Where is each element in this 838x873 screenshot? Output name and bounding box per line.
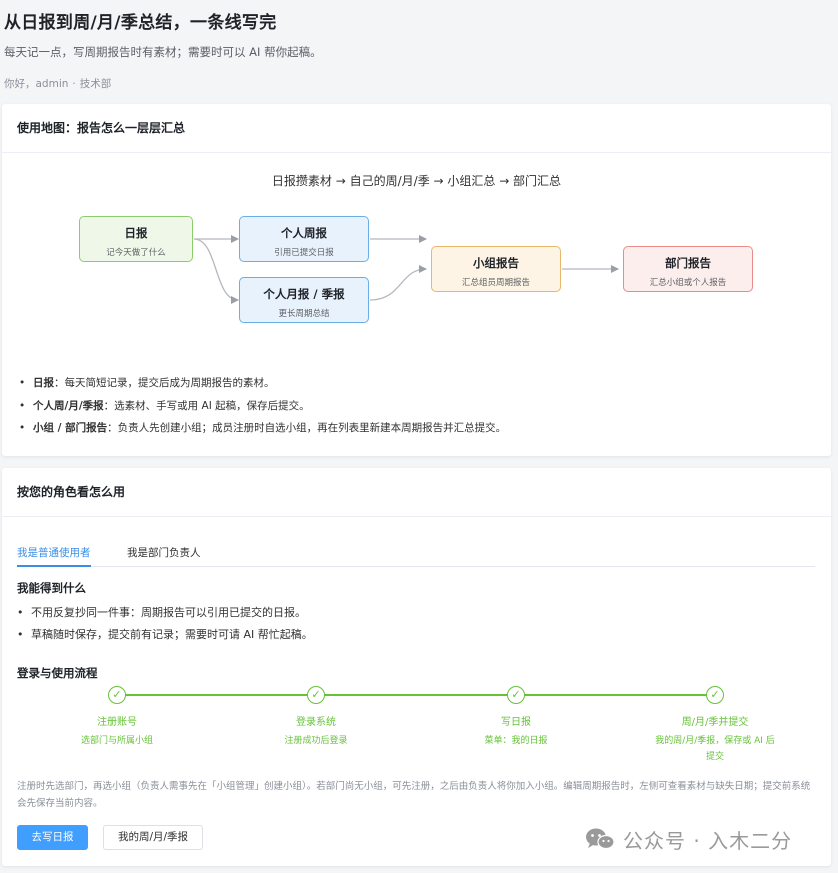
register-note: 注册时先选部门，再选小组（负责人需事先在「小组管理」创建小组）。若部门尚无小组，…	[17, 781, 811, 809]
step-desc: 注册成功后登录	[284, 736, 348, 746]
node-weekly-title: 个人周报	[281, 226, 327, 240]
page-subtitle: 每天记一点，写周期报告时有素材；需要时可以 AI 帮你起稿。	[4, 45, 322, 59]
step-label: 登录系统	[296, 717, 336, 728]
step-label: 写日报	[501, 717, 531, 728]
node-daily-desc: 记今天做了什么	[106, 248, 166, 258]
usage-map-card: 使用地图：报告怎么一层层汇总 日报攒素材 → 自己的周/月/季 → 小组汇总 →…	[2, 104, 831, 456]
node-team-title: 小组报告	[473, 256, 519, 270]
steps-progress-line	[117, 694, 715, 696]
page-title: 从日报到周/月/季总结，一条线写完	[4, 13, 277, 33]
flow-heading: 日报攒素材 → 自己的周/月/季 → 小组汇总 → 部门汇总	[271, 174, 562, 188]
my-periodic-report-button[interactable]: 我的周/月/季报	[103, 825, 203, 850]
page-header: 从日报到周/月/季总结，一条线写完 每天记一点，写周期报告时有素材；需要时可以 …	[4, 8, 322, 91]
watermark-text: 公众号 · 入木二分	[623, 828, 793, 853]
flow-connectors	[193, 235, 619, 304]
usage-bullets: 日报：每天简短记录，提交后成为周期报告的素材。 个人周/月/季报：选素材、手写或…	[19, 372, 506, 440]
usage-map-title: 使用地图：报告怎么一层层汇总	[2, 104, 831, 153]
write-daily-button[interactable]: 去写日报	[17, 825, 88, 850]
check-icon: ✓	[307, 686, 325, 704]
bullet-term: 个人周/月/季报	[33, 399, 104, 412]
step-label: 周/月/季并提交	[681, 717, 749, 728]
role-card-title: 按您的角色看怎么用	[2, 468, 831, 517]
gain-title: 我能得到什么	[17, 581, 86, 595]
node-monthly-desc: 更长周期总结	[278, 309, 330, 319]
step-label: 注册账号	[97, 717, 137, 728]
node-daily: 日报 记今天做了什么	[79, 216, 193, 262]
node-monthly-title: 个人月报 / 季报	[263, 287, 345, 301]
bullet-daily: 日报：每天简短记录，提交后成为周期报告的素材。	[19, 372, 506, 395]
list-item: 不用反复抄同一件事：周期报告可以引用已提交的日报。	[17, 602, 313, 624]
bullet-text: ：选素材、手写或用 AI 起稿，保存后提交。	[103, 399, 310, 412]
bullet-term: 小组 / 部门报告	[33, 422, 108, 434]
node-dept-title: 部门报告	[665, 256, 711, 270]
bullet-team-dept: 小组 / 部门报告：负责人先创建小组；成员注册时自选小组，再在列表里新建本周期报…	[19, 417, 506, 440]
steps: ✓ 注册账号 选部门与所属小组 ✓ 登录系统 注册成功后登录 ✓ 写日报 菜单：…	[2, 684, 831, 764]
bullet-text: ：每天简短记录，提交后成为周期报告的素材。	[54, 377, 275, 389]
step-desc: 选部门与所属小组	[80, 736, 153, 746]
node-dept-desc: 汇总小组或个人报告	[649, 278, 727, 288]
greeting-prefix: 你好，	[4, 78, 36, 90]
greeting-separator: ·	[72, 78, 76, 90]
node-monthly: 个人月报 / 季报 更长周期总结	[239, 277, 369, 323]
role-tabs: 我是普通使用者 我是部门负责人	[17, 537, 815, 567]
bullet-term: 日报	[33, 377, 54, 389]
node-team: 小组报告 汇总组员周期报告	[431, 246, 561, 292]
role-card: 按您的角色看怎么用 我是普通使用者 我是部门负责人 我能得到什么 不用反复抄同一…	[2, 468, 831, 866]
arrow-daily-monthly	[193, 238, 239, 304]
user-name: admin	[35, 78, 69, 90]
check-icon: ✓	[706, 686, 724, 704]
node-daily-title: 日报	[124, 226, 148, 240]
bullet-personal: 个人周/月/季报：选素材、手写或用 AI 起稿，保存后提交。	[19, 395, 506, 418]
check-icon: ✓	[108, 686, 126, 704]
gain-list: 不用反复抄同一件事：周期报告可以引用已提交的日报。 草稿随时保存，提交前有记录；…	[17, 602, 313, 645]
node-dept: 部门报告 汇总小组或个人报告	[623, 246, 753, 292]
department-name: 技术部	[79, 78, 112, 90]
watermark: 公众号 · 入木二分	[585, 826, 793, 853]
wechat-icon	[585, 827, 615, 851]
node-weekly-desc: 引用已提交日报	[274, 248, 334, 258]
check-icon: ✓	[507, 686, 525, 704]
node-team-desc: 汇总组员周期报告	[461, 278, 530, 288]
node-weekly: 个人周报 引用已提交日报	[239, 216, 369, 262]
flow-title: 登录与使用流程	[17, 666, 98, 680]
tab-normal-user[interactable]: 我是普通使用者	[17, 545, 91, 567]
list-item: 草稿随时保存，提交前有记录；需要时可请 AI 帮忙起稿。	[17, 624, 313, 646]
greeting: 你好，admin·技术部	[4, 76, 322, 91]
step-desc: 菜单：我的日报	[484, 736, 548, 746]
bullet-text: ：负责人先创建小组；成员注册时自选小组，再在列表里新建本周期报告并汇总提交。	[107, 422, 507, 434]
arrow-monthly-team	[369, 265, 427, 301]
tab-department-lead[interactable]: 我是部门负责人	[127, 547, 201, 559]
step-desc: 我的周/月/季报，保存或 AI 后提交	[655, 736, 775, 762]
